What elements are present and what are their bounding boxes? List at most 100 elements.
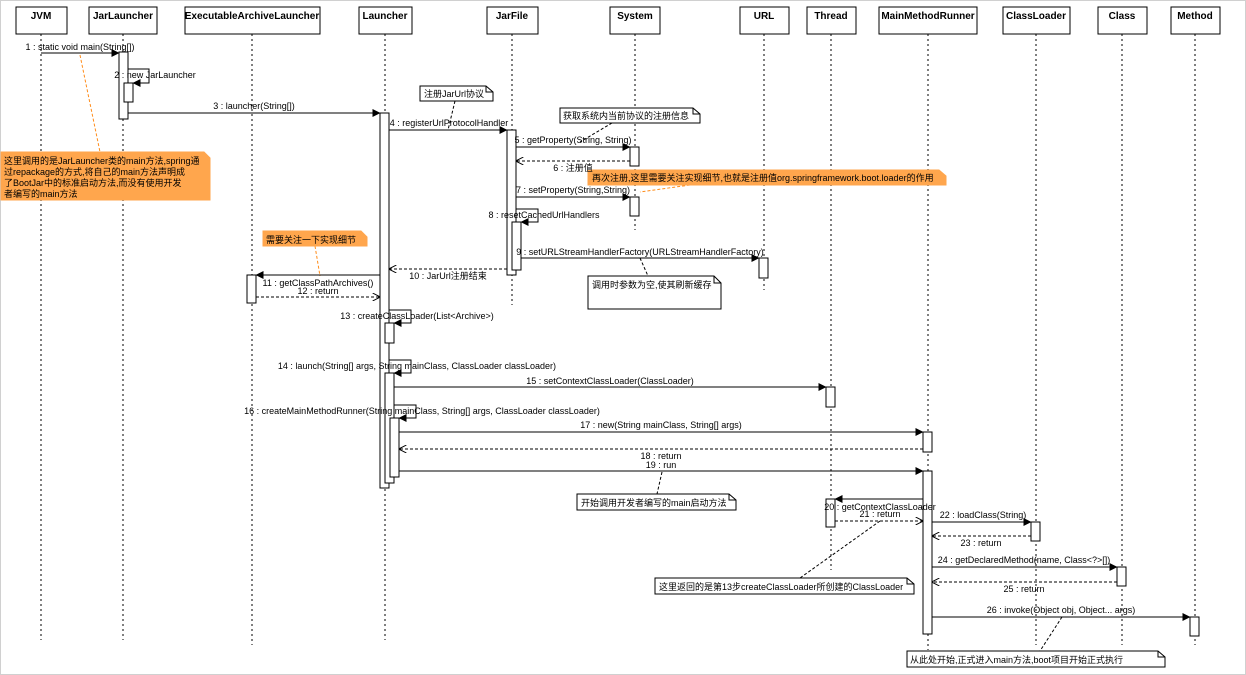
participant-box (609, 6, 661, 35)
participant-classloader[interactable]: ClassLoader (1002, 6, 1071, 645)
notes: 这里调用的是JarLauncher类的main方法,spring通 过repac… (0, 54, 1166, 668)
message-10[interactable]: 10 : JarUrl注册结束 (389, 269, 507, 281)
message-label: 17 : new(String mainClass, String[] args… (580, 420, 742, 430)
participant-thread[interactable]: Thread (806, 6, 857, 570)
message-22[interactable]: 22 : loadClass(String) (932, 510, 1032, 526)
participant-jarlauncher[interactable]: JarLauncher (88, 6, 158, 640)
participant-label: URL (754, 11, 775, 22)
message-label: 13 : createClassLoader(List<Archive>) (340, 311, 494, 321)
note-empty-param: 调用时参数为空,使其刷新缓存 (587, 275, 722, 310)
message-6[interactable]: 6 : 注册值 (516, 161, 630, 173)
activation-bar (1116, 566, 1127, 587)
message-1[interactable]: 1 : static void main(String[]) (25, 42, 135, 57)
message-5[interactable]: 5 : getProperty(String, String) (514, 135, 632, 151)
message-20[interactable]: 20 : getContextClassLoader (824, 495, 936, 512)
note-line: 者编写的main方法 (4, 188, 78, 199)
message-12[interactable]: 12 : return (256, 286, 380, 297)
participant-label: System (617, 11, 653, 22)
message-label: 6 : 注册值 (553, 162, 593, 173)
activation-bar (511, 221, 522, 271)
message-label: 10 : JarUrl注册结束 (409, 270, 487, 281)
message-9[interactable]: 9 : setURLStreamHandlerFactory(URLStream… (516, 247, 764, 262)
participant-box (88, 6, 158, 35)
participant-class[interactable]: Class (1097, 6, 1148, 645)
message-3[interactable]: 3 : launcher(String[]) (128, 101, 381, 117)
message-label: 3 : launcher(String[]) (213, 101, 295, 111)
participant-method[interactable]: Method (1170, 6, 1221, 645)
participant-box (486, 6, 539, 35)
note-line: 注册JarUrl协议 (424, 88, 484, 99)
message-15[interactable]: 15 : setContextClassLoader(ClassLoader) (394, 376, 827, 391)
participant-box (878, 6, 978, 35)
note-system-protocol: 获取系统内当前协议的注册信息 (559, 107, 701, 124)
message-7[interactable]: 7 : setProperty(String,String) (516, 185, 631, 201)
note-connector (79, 54, 101, 153)
participant-box (358, 6, 413, 35)
message-24[interactable]: 24 : getDeclaredMethod(name, Class<?>[]) (932, 555, 1118, 571)
participant-label: Thread (814, 11, 847, 22)
participant-box (806, 6, 857, 35)
participant-system[interactable]: System (609, 6, 661, 230)
activation-bar (825, 386, 836, 408)
note-connector (1039, 616, 1063, 652)
activation-bar (246, 274, 257, 304)
message-19[interactable]: 19 : run (399, 460, 924, 475)
participant-label: ExecutableArchiveLauncher (185, 11, 320, 22)
message-label: 5 : getProperty(String, String) (514, 135, 631, 145)
participant-label: JarLauncher (93, 11, 153, 22)
message-label: 25 : return (1003, 584, 1044, 594)
message-18[interactable]: 18 : return (399, 449, 923, 461)
participant-label: Class (1109, 11, 1136, 22)
activation-bar (123, 82, 134, 103)
participant-label: ClassLoader (1006, 11, 1066, 22)
participant-main-method-runner[interactable]: MainMethodRunner (878, 6, 978, 650)
note-line: 再次注册,这里需要关注实现细节,也就是注册值org.springframewor… (592, 172, 934, 183)
participant-box (1002, 6, 1071, 35)
message-14[interactable]: 14 : launch(String[] args, String mainCl… (278, 359, 556, 377)
message-label: 22 : loadClass(String) (940, 510, 1027, 520)
message-label: 16 : createMainMethodRunner(String mainC… (244, 406, 600, 416)
participant-jvm[interactable]: JVM (15, 6, 68, 640)
message-25[interactable]: 25 : return (932, 582, 1117, 594)
activation-bar (506, 129, 517, 276)
note-start-developer-main: 开始调用开发者编写的main启动方法 (576, 493, 737, 511)
message-26[interactable]: 26 : invoke(Object obj, Object... args) (932, 605, 1191, 621)
message-label: 19 : run (646, 460, 677, 470)
message-label: 8 : resetCachedUrlHandlers (488, 210, 600, 220)
note-main-start: 从此处开始,正式进入main方法,boot项目开始正式执行 (906, 650, 1166, 668)
note-register-jarurl: 注册JarUrl协议 (419, 85, 494, 102)
message-label: 12 : return (297, 286, 338, 296)
participant-box (1170, 6, 1221, 35)
message-2[interactable]: 2 : new JarLauncher (114, 68, 196, 87)
participant-box (184, 6, 321, 35)
activation-bar (1030, 521, 1041, 542)
message-13[interactable]: 13 : createClassLoader(List<Archive>) (340, 309, 494, 327)
activation-bar (825, 498, 836, 528)
message-16[interactable]: 16 : createMainMethodRunner(String mainC… (244, 404, 600, 422)
activation-bar (758, 257, 769, 279)
message-23[interactable]: 23 : return (932, 536, 1031, 548)
participant-box (1097, 6, 1148, 35)
participant-executable-archive-launcher[interactable]: ExecutableArchiveLauncher (184, 6, 321, 645)
message-8[interactable]: 8 : resetCachedUrlHandlers (488, 208, 600, 226)
message-label: 15 : setContextClassLoader(ClassLoader) (526, 376, 694, 386)
note-line: 这里返回的是第13步createClassLoader所创建的ClassLoad… (659, 581, 903, 592)
activation-bar (389, 417, 400, 478)
message-4[interactable]: 4 : registerUrlProtocolHandler (389, 118, 509, 134)
note-line: 从此处开始,正式进入main方法,boot项目开始正式执行 (910, 654, 1123, 665)
note-connector (639, 184, 691, 193)
message-21[interactable]: 21 : return (835, 509, 923, 521)
messages: 1 : static void main(String[]) 2 : new J… (25, 42, 1191, 621)
message-label: 20 : getContextClassLoader (824, 502, 936, 512)
message-label: 4 : registerUrlProtocolHandler (390, 118, 509, 128)
message-17[interactable]: 17 : new(String mainClass, String[] args… (399, 420, 924, 436)
message-label: 18 : return (640, 451, 681, 461)
participant-url[interactable]: URL (739, 6, 790, 290)
note-connector (656, 471, 663, 495)
note-connector (579, 122, 613, 143)
message-label: 7 : setProperty(String,String) (516, 185, 630, 195)
message-11[interactable]: 11 : getClassPathArchives() (255, 271, 380, 288)
note-line: 开始调用开发者编写的main启动方法 (581, 497, 727, 508)
note-line: 这里调用的是JarLauncher类的main方法,spring通 (4, 155, 200, 166)
